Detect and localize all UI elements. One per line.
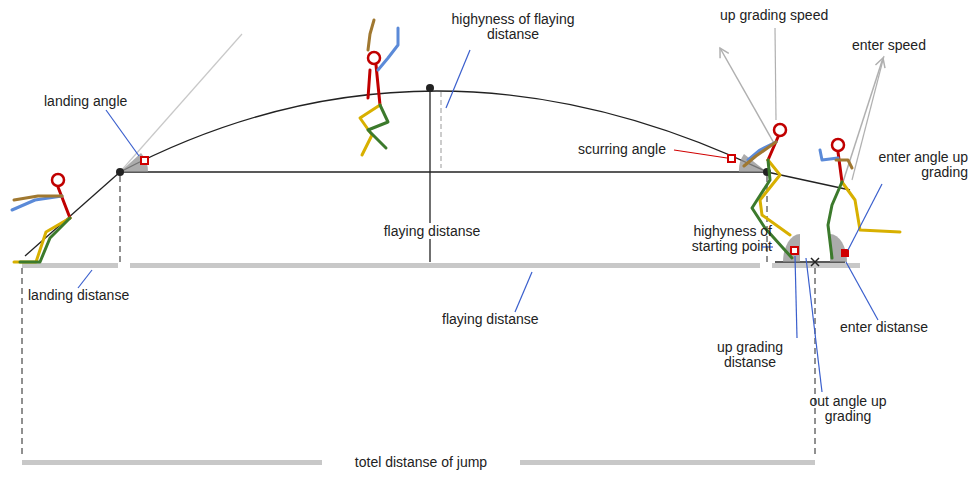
dimension-label: highyness of flaying distanse <box>448 12 578 42</box>
label-patch: flaying distanse <box>381 223 484 239</box>
dimension-label: landing angle <box>44 94 154 109</box>
label-patch: totel distanse of jump <box>352 454 490 470</box>
dimension-label: enter angle up grading <box>876 150 968 180</box>
dimension-label: totel distanse of jump <box>322 455 520 470</box>
dimension-label: flaying distanse <box>442 312 562 327</box>
dimension-label: flaying distanse <box>380 224 484 239</box>
dimension-label: enter speed <box>852 38 942 53</box>
dimension-label: highyness of starting point <box>680 224 772 254</box>
dimension-label: up grading distanse <box>708 340 792 370</box>
dimension-label: landing distanse <box>28 288 148 303</box>
dimension-label: enter distanse <box>840 320 940 335</box>
dimension-label: up grading speed <box>720 8 850 23</box>
dimension-label: scurring angle <box>578 142 678 157</box>
dimension-label: out angle up grading <box>808 394 888 424</box>
